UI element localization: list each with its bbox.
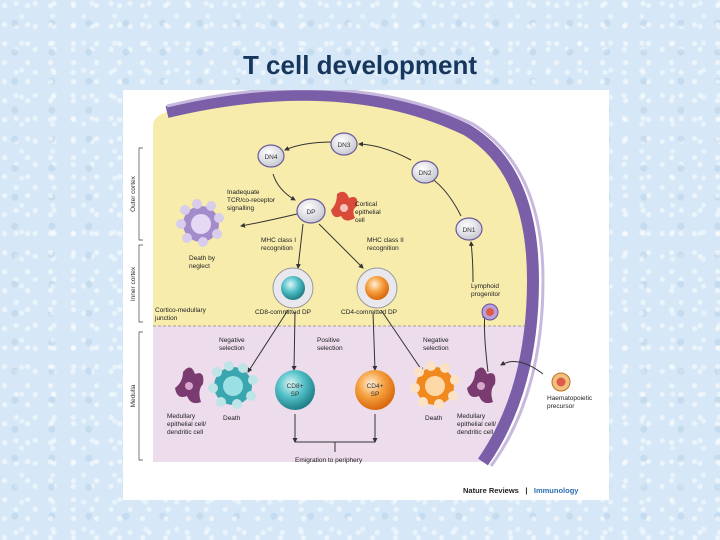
svg-text:CD8+: CD8+: [287, 383, 304, 390]
mhc1-label: MHC class I recognition: [261, 237, 298, 252]
medullary-left-label: Medullary epithelial cell/ dendritic cel…: [167, 413, 208, 436]
lymphoid-progenitor-cell: [481, 303, 499, 321]
journal-credit: Nature Reviews | Immunology: [463, 480, 579, 497]
inner-cortex-label: Inner cortex: [130, 266, 137, 301]
arrow-cd4-to-sp: [372, 311, 378, 371]
svg-text:Nature Reviews | I: Nature Reviews | Immunology: [463, 480, 579, 497]
medulla-label: Medulla: [130, 384, 137, 407]
emigration-label: Emigration to periphery: [295, 457, 363, 464]
death-by-neglect-label: Death by neglect: [189, 255, 217, 270]
annotation-labels: Inadequate TCR/co-receptor signalling Co…: [154, 189, 594, 464]
dn1-cell: DN1: [455, 217, 483, 241]
outer-cortex-label: Outer cortex: [130, 175, 137, 212]
arrow-dp-to-cd8: [295, 223, 304, 269]
cd4-sp-cell: CD4+ SP: [355, 370, 395, 410]
pathway-arrows: [240, 141, 544, 443]
lymphoid-progenitor-label: Lymphoid progenitor: [471, 283, 501, 298]
arrow-dn2-to-dn3: [358, 141, 412, 161]
arrow-cd8-to-sp: [291, 311, 297, 371]
cortico-medullary-label: Cortico-medullary junction: [154, 307, 208, 322]
death-left-label: Death: [223, 415, 241, 422]
capsule-outline: [166, 90, 545, 467]
positive-selection-label: Positive selection: [317, 337, 343, 352]
credit-journal: Nature Reviews: [463, 486, 519, 495]
svg-text:DN4: DN4: [264, 154, 277, 161]
negative-selection-left-label: Negative selection: [219, 337, 246, 352]
medullary-dendritic-cell-left: [175, 367, 204, 404]
haematopoietic-label: Haematopoietic precursor: [547, 395, 594, 410]
medullary-dendritic-cell-right: [467, 367, 496, 404]
svg-text:DN3: DN3: [337, 142, 350, 149]
dn3-cell: DN3: [330, 132, 358, 156]
svg-text:CD4+: CD4+: [367, 383, 384, 390]
cd4-committed-label: CD4-committed DP: [341, 309, 397, 316]
svg-text:SP: SP: [371, 391, 380, 398]
dying-teal-cell: [208, 361, 258, 409]
arrow-cd8-to-negative: [247, 309, 289, 373]
slide-title: T cell development: [242, 50, 478, 80]
arrow-precursor-entry: [500, 360, 544, 375]
arrow-lymphoid-to-dn1: [468, 241, 474, 283]
t-cell-development-figure: Outer cortex Inner cortex Medulla DN3 DN…: [123, 90, 609, 500]
cd4-committed-dp-cell: [356, 267, 398, 309]
dying-orange-cell: [410, 361, 460, 409]
cd8-committed-dp-cell: [272, 267, 314, 309]
dn2-cell: DN2: [411, 160, 439, 184]
dp-cell: DP: [296, 198, 326, 224]
arrow-cd4-to-negative: [380, 309, 424, 373]
cortical-epithelial-cell: [331, 191, 358, 221]
credit-separator: |: [525, 486, 527, 495]
cortical-epithelial-label: Cortical epithelial cell: [355, 201, 382, 224]
dn4-cell: DN4: [257, 144, 285, 168]
cd8-sp-cell: CD8+ SP: [275, 370, 315, 410]
medullary-right-label: Medullary epithelial cell/ dendritic cel…: [457, 413, 498, 436]
svg-text:DN1: DN1: [462, 227, 475, 234]
arrow-dp-to-neglect: [240, 213, 298, 228]
haematopoietic-precursor-cell: [551, 372, 571, 392]
dying-cell-cluster: [176, 199, 224, 247]
thymic-capsule: [165, 90, 540, 466]
inadequate-label: Inadequate TCR/co-receptor signalling: [227, 189, 277, 212]
death-right-label: Death: [425, 415, 443, 422]
arrow-dp-to-cd4: [318, 223, 364, 269]
negative-selection-right-label: Negative selection: [423, 337, 450, 352]
thymus-diagram: Outer cortex Inner cortex Medulla DN3 DN…: [130, 90, 594, 497]
arrow-dn3-to-dn4: [284, 141, 334, 151]
svg-text:SP: SP: [291, 391, 300, 398]
cd8-committed-label: CD8-committed DP: [255, 309, 311, 316]
mhc2-label: MHC class II recognition: [367, 237, 406, 252]
svg-text:DN2: DN2: [418, 170, 431, 177]
arrow-dn4-to-dp: [272, 173, 296, 201]
credit-section: Immunology: [534, 486, 579, 495]
zone-brackets: Outer cortex Inner cortex Medulla: [130, 147, 143, 461]
svg-text:DP: DP: [306, 209, 315, 216]
